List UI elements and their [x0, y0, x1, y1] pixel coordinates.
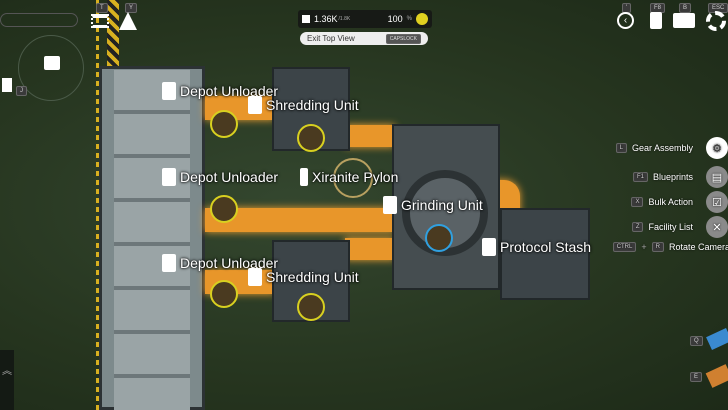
depot-icon [162, 254, 176, 272]
facility-name: Protocol Stash [500, 239, 592, 255]
key-hint: J [16, 86, 27, 96]
expand-up-icon[interactable]: ︽ [0, 350, 14, 410]
exit-top-view-button[interactable]: Exit Top View CAPSLOCK [300, 32, 428, 45]
quick-item-blue[interactable] [706, 328, 728, 350]
menu-label: Blueprints [652, 172, 693, 182]
back-button[interactable]: ‹ [617, 12, 634, 29]
facility-name: Xiranite Pylon [312, 169, 399, 185]
port-node [210, 195, 238, 223]
minimap-circle[interactable] [18, 35, 84, 101]
label-shredding-unit-1[interactable]: Shredding Unit [248, 96, 359, 114]
power-percent: 100 [387, 14, 403, 24]
menu-label: Gear Assembly [631, 143, 693, 153]
menu-label: Facility List [648, 222, 693, 232]
port-node [297, 124, 325, 152]
key-hint: F1 [632, 172, 648, 182]
facility-name: Depot Unloader [180, 255, 279, 271]
blueprint-icon: ▤ [706, 166, 728, 188]
grinder-wheel [402, 170, 488, 256]
key-hint: R [651, 242, 664, 252]
label-depot-unloader-3[interactable]: Depot Unloader [162, 254, 278, 272]
hazard-stripe [107, 0, 119, 66]
key-hint: B [679, 3, 692, 13]
gear-assembly-button[interactable]: L Gear Assembly ⚙ [615, 137, 728, 159]
search-bar[interactable] [0, 13, 78, 27]
network-icon[interactable] [91, 14, 109, 28]
label-xiranite-pylon[interactable]: Xiranite Pylon [300, 168, 398, 186]
key-hint: Q [690, 336, 703, 346]
port-node [210, 280, 238, 308]
power-icon [302, 15, 310, 23]
battery-icon [416, 13, 428, 25]
belt-shred1-out [345, 125, 395, 147]
exit-top-view-label: Exit Top View [307, 34, 355, 43]
conveyor-column [114, 70, 190, 410]
grinder-icon [383, 196, 397, 214]
label-grinding-unit[interactable]: Grinding Unit [383, 196, 483, 214]
clipboard-icon[interactable] [650, 12, 662, 29]
rotate-camera-hint: CTRL + R Rotate Camera [612, 242, 728, 252]
key-hint: Z [631, 222, 644, 232]
power-max: /1.8K [338, 16, 351, 22]
label-depot-unloader-1[interactable]: Depot Unloader [162, 82, 278, 100]
label-protocol-stash[interactable]: Protocol Stash [482, 238, 591, 256]
facility-name: Shredding Unit [266, 269, 359, 285]
pylon-icon [300, 168, 308, 186]
port-node [297, 293, 325, 321]
backpack-icon[interactable] [673, 13, 695, 28]
blueprints-button[interactable]: F1 Blueprints ▤ [632, 166, 728, 188]
depot-icon [162, 82, 176, 100]
capslock-key: CAPSLOCK [385, 33, 421, 44]
gear-assembly-icon: ⚙ [706, 137, 728, 159]
plus-sign: + [641, 242, 647, 252]
label-shredding-unit-2[interactable]: Shredding Unit [248, 268, 359, 286]
protocol-stash[interactable] [500, 208, 590, 300]
task-list-icon[interactable] [2, 78, 12, 92]
shredder-icon [248, 96, 262, 114]
port-node [210, 110, 238, 138]
shredder-icon [248, 268, 262, 286]
depot-icon [162, 168, 176, 186]
settings-gear-icon[interactable] [706, 11, 726, 31]
quick-item-orange[interactable] [705, 364, 728, 388]
port-node [425, 224, 453, 252]
bulk-action-button[interactable]: X Bulk Action ☑ [631, 191, 728, 213]
bulk-action-icon: ☑ [706, 191, 728, 213]
key-hint: X [631, 197, 644, 207]
facility-name: Shredding Unit [266, 97, 359, 113]
key-hint: E [690, 372, 703, 382]
label-depot-unloader-2[interactable]: Depot Unloader [162, 168, 278, 186]
belt-shred2-out [345, 238, 395, 260]
facility-list-button[interactable]: Z Facility List ✕ [631, 216, 728, 238]
facility-name: Depot Unloader [180, 83, 279, 99]
pylon-circle [333, 158, 373, 198]
menu-label: Rotate Camera [668, 242, 728, 252]
menu-label: Bulk Action [648, 197, 693, 207]
percent-unit: % [406, 16, 412, 22]
key-hint: L [615, 143, 627, 153]
warning-icon[interactable] [119, 12, 137, 30]
power-bar: 1.36K/1.8K 100% [298, 10, 432, 28]
key-hint: Y [125, 3, 138, 13]
wrench-icon: ✕ [706, 216, 728, 238]
facility-name: Grinding Unit [401, 197, 483, 213]
key-hint: CTRL [612, 242, 637, 252]
stash-icon [482, 238, 496, 256]
power-value: 1.36K [314, 14, 338, 24]
key-hint: T [96, 3, 108, 13]
facility-name: Depot Unloader [180, 169, 279, 185]
boundary-dashed-line [96, 0, 99, 410]
